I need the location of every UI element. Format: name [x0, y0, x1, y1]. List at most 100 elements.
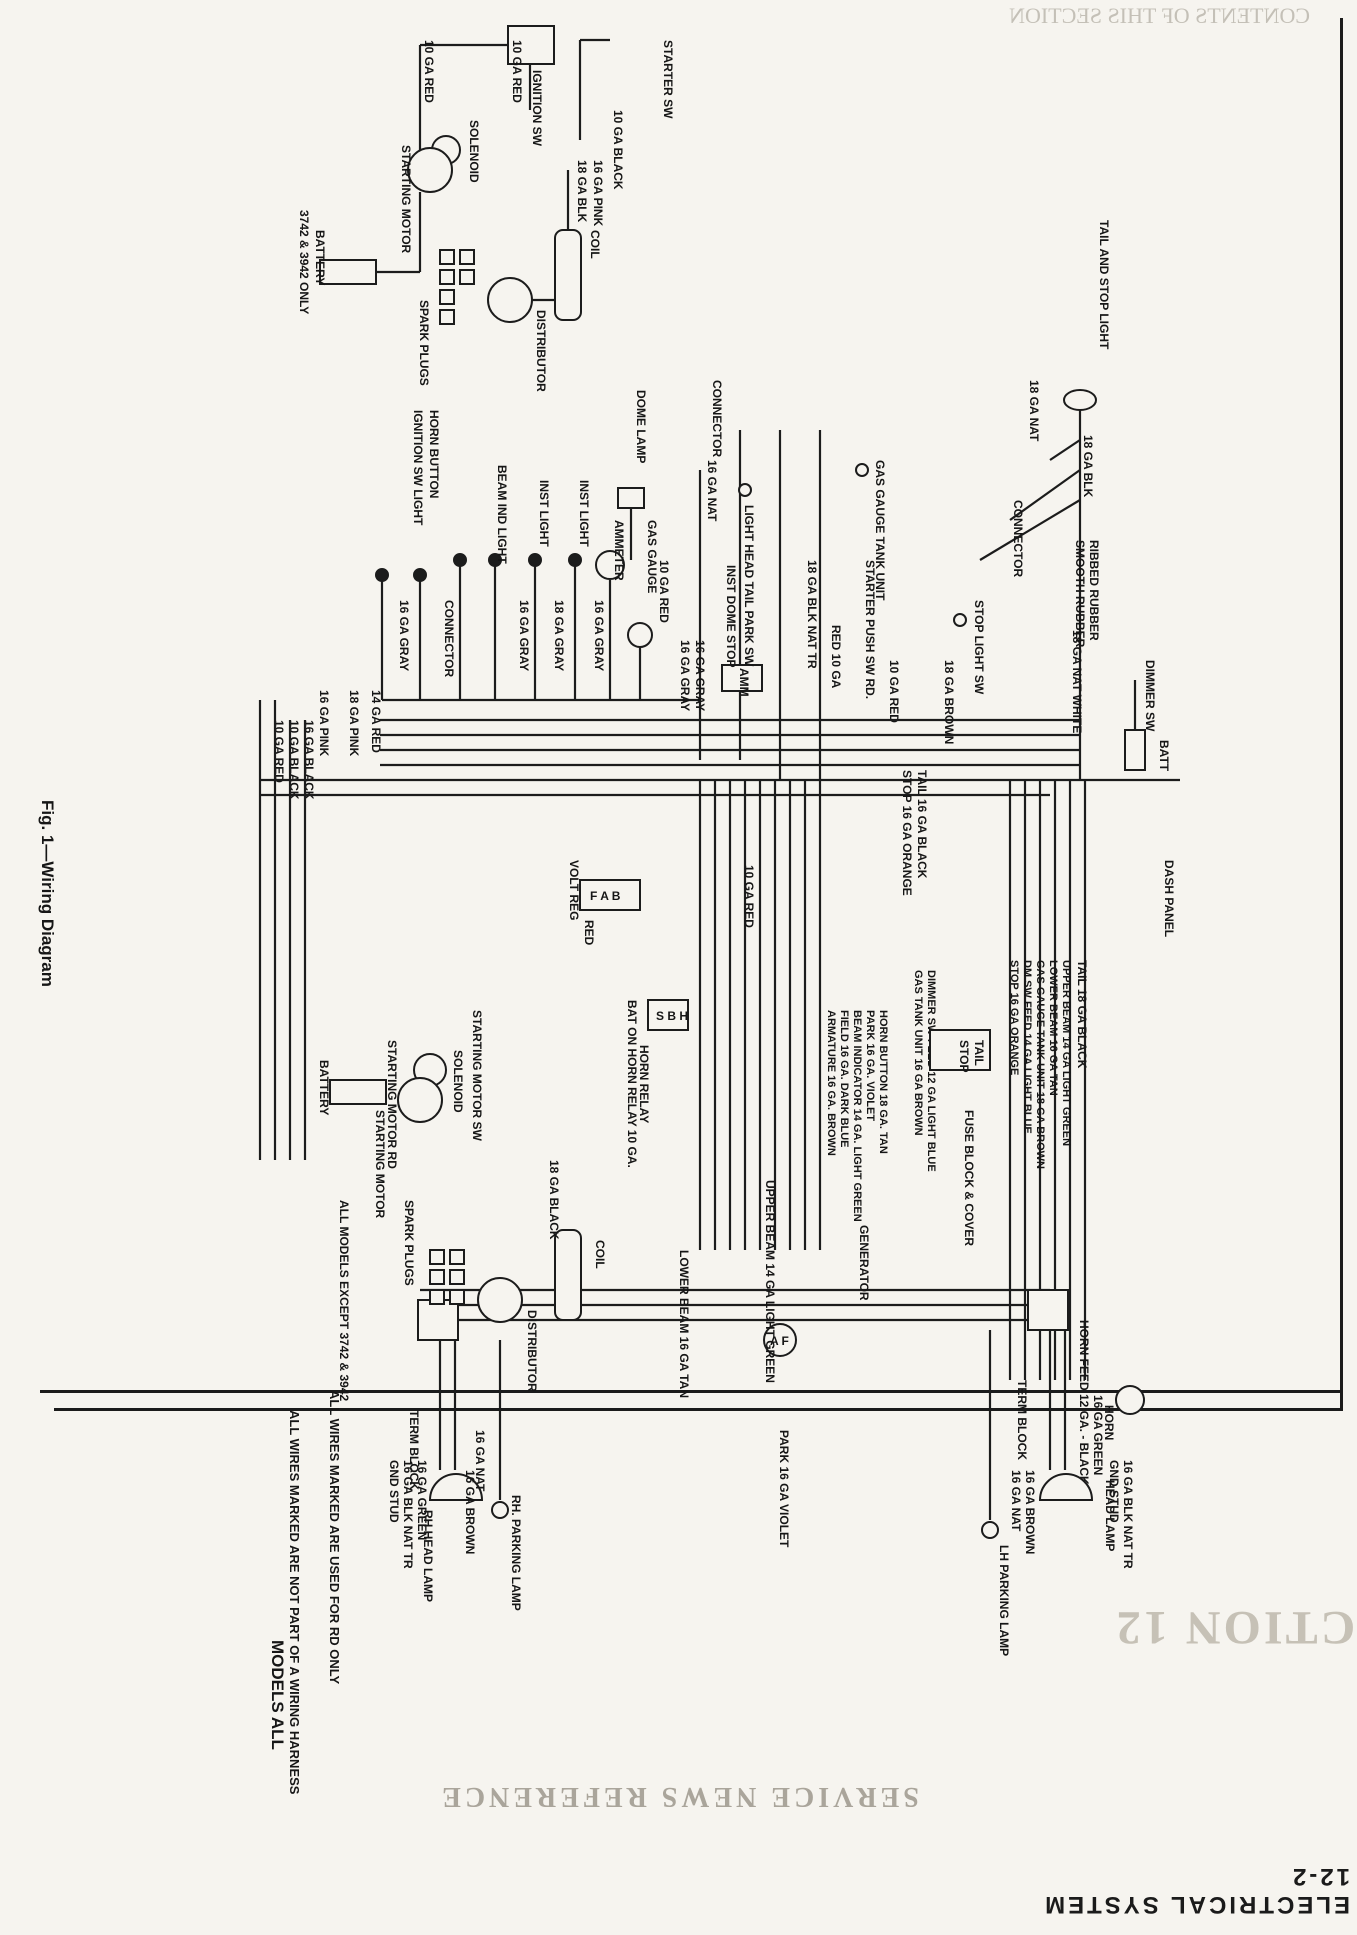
voltage-regulator [579, 879, 641, 911]
label-gnd-stud-2: GND STUD [387, 1460, 401, 1523]
label-note-rd: ALL WIRES MARKED ARE USED FOR RD ONLY [327, 1390, 342, 1685]
lh-parking-lamp [981, 1521, 999, 1539]
label-gnd-stud: GND STUD [1107, 1460, 1121, 1523]
label-w35: GAS TANK UNIT 16 GA BROWN [912, 970, 924, 1136]
label-dash-panel: DASH PANEL [1162, 860, 1176, 937]
label-w18: RED 10 GA [829, 625, 843, 689]
label-ribbed-rubber: RIBBED RUBBER [1087, 540, 1101, 641]
label-starting-motor-2: STARTING MOTOR [373, 1110, 387, 1219]
label-solenoid: SOLENOID [467, 120, 481, 183]
label-all-models-except: ALL MODELS EXCEPT 3742 & 3942 [337, 1200, 351, 1402]
label-starting-motor-sw: STARTING MOTOR SW [470, 1010, 484, 1142]
models-note: MODELS ALL [268, 1640, 287, 1750]
label-w48: 10 GA RED [742, 865, 756, 928]
label-w24: 18 GA BLK [1081, 435, 1095, 498]
tail-light-group: TAIL AND STOP LIGHT 18 GA BLK 18 GA NAT … [979, 220, 1180, 937]
label-tail: TAIL [972, 1040, 986, 1066]
horn-relay [647, 999, 689, 1031]
term-block-left [417, 1299, 459, 1341]
label-w45b: 16 GA BROWN [463, 1470, 477, 1554]
label-battery: BATTERY [313, 230, 327, 285]
label-rh-head-lamp: RH HEAD LAMP [421, 1510, 435, 1602]
label-w37: PARK 16 GA. VIOLET [864, 1010, 876, 1121]
label-w12: 16 GA PINK [317, 690, 331, 757]
generator [763, 1323, 797, 1357]
spark-plug [459, 269, 475, 285]
label-tail-stop-light: TAIL AND STOP LIGHT [1097, 220, 1111, 350]
instrument-panel-group: DOME LAMP AMMETER GAS GAUGE INST LIGHT I… [272, 390, 700, 800]
fuse-block-group: FUSE BLOCK & COVER TAIL STOP [929, 1029, 991, 1246]
spark-plug [429, 1249, 445, 1265]
spark-plug [449, 1249, 465, 1265]
label-w16: 16 GA NAT [705, 460, 719, 522]
label-w40: ARMATURE 16 GA. BROWN [825, 1010, 837, 1156]
label-w49: RED [582, 920, 596, 946]
label-w38: BEAM INDICATOR 14 GA. LIGHT GREEN [851, 1010, 863, 1222]
term-block-right [1027, 1289, 1069, 1331]
distributor-2 [477, 1277, 523, 1323]
label-fuse-block: FUSE BLOCK & COVER [962, 1110, 976, 1246]
rh-head-lamp [428, 1473, 484, 1501]
label-spark-plugs: SPARK PLUGS [417, 300, 431, 386]
label-horn: HORN [1102, 1405, 1116, 1440]
label-w27: TAIL 16 GA BLACK [915, 770, 929, 879]
label-ammeter: AMMETER [612, 520, 626, 581]
diagram-frame [54, 18, 1343, 1411]
label-w28: TAIL 18 GA BLACK [1075, 960, 1089, 1069]
label-w8: 16 GA GRAY [517, 600, 531, 671]
label-w21: 16 GA GRAY [693, 640, 707, 711]
label-term-block-right: TERM BLOCK [1015, 1380, 1029, 1460]
label-volt-reg: VOLT REG [567, 860, 581, 920]
label-w30: LOWER BEAM 16 GA TAN [1047, 960, 1059, 1096]
label-distributor: DISTRIBUTOR [534, 310, 548, 392]
label-w3: 18 GA BLK [575, 160, 589, 223]
label-w19b: 10 GA RED [887, 660, 901, 723]
harness-labels: STOP 16 GA ORANGE TAIL 16 GA BLACK TAIL … [625, 770, 1091, 1485]
starting-motor-2 [397, 1077, 443, 1123]
label-stop-light-sw: STOP LIGHT SW [972, 600, 986, 695]
label-note-harness: ALL WIRES MARKED ARE NOT PART OF A WIRIN… [287, 1410, 302, 1795]
inst-lights [375, 553, 582, 582]
label-dome-lamp: DOME LAMP [634, 390, 648, 463]
generator-terminals: A F [770, 1334, 789, 1348]
label-inst-light-1: INST LIGHT [577, 480, 591, 547]
label-lower-beam: LOWER BEAM 16 GA TAN [677, 1250, 691, 1398]
label-w22: 16 GA GRAY [678, 640, 692, 711]
tail-stop-light [1063, 389, 1097, 411]
label-w10: 14 GA RED [369, 690, 383, 753]
label-w25: 18 GA NAT WHITE [1070, 630, 1084, 733]
label-w11: 18 GA PINK [347, 690, 361, 757]
spark-plug [439, 249, 455, 265]
label-w42: HORN FEED 12 GA. - BLACK [1077, 1320, 1091, 1485]
wire [979, 499, 1081, 561]
label-w46b: 16 GA NAT [473, 1430, 487, 1492]
label-spark-plugs-2: SPARK PLUGS [402, 1200, 416, 1286]
connector-terminal [738, 483, 752, 497]
label-w31: GAS GAUGE TANK UNIT 18 GA BROWN [1034, 960, 1046, 1169]
label-battery-2: BATTERY [317, 1060, 331, 1115]
distributor [487, 277, 533, 323]
label-w39: FIELD 16 GA. DARK BLUE [838, 1010, 850, 1148]
label-upper-beam: UPPER BEAM 14 GA LIGHT GREEN [763, 1180, 777, 1383]
spark-plug [439, 309, 455, 325]
coil-2 [554, 1229, 582, 1321]
spark-plug [439, 289, 455, 305]
dome-lamp [617, 487, 645, 509]
frame-rule [40, 1390, 1340, 1393]
label-coil: COIL [588, 230, 602, 259]
label-w4: 10 GA RED [510, 40, 524, 103]
spark-plugs [439, 249, 475, 325]
label-w45: 16 GA BROWN [1023, 1470, 1037, 1554]
label-w43: 16 GA BLK NAT TR [1121, 1460, 1135, 1569]
label-starter-push-sw: STARTER PUSH SW RD. [863, 560, 877, 699]
label-park-wire: PARK 16 GA VIOLET [777, 1430, 791, 1548]
ignition-group-all: SOLENOID STARTING MOTOR RD STARTING MOTO… [287, 1010, 607, 1795]
label-term-block-left: TERM BLOCK [407, 1410, 421, 1490]
label-w43b: 16 GA BLK NAT TR [401, 1460, 415, 1569]
ammeter [595, 550, 625, 580]
label-beam-ind-light: BEAM IND LIGHT [495, 465, 509, 564]
label-starting-motor-rd: STARTING MOTOR RD [385, 1040, 399, 1169]
label-stop: STOP [957, 1040, 971, 1072]
label-w23: 18 GA NAT [1027, 380, 1041, 442]
wire [1009, 469, 1081, 521]
